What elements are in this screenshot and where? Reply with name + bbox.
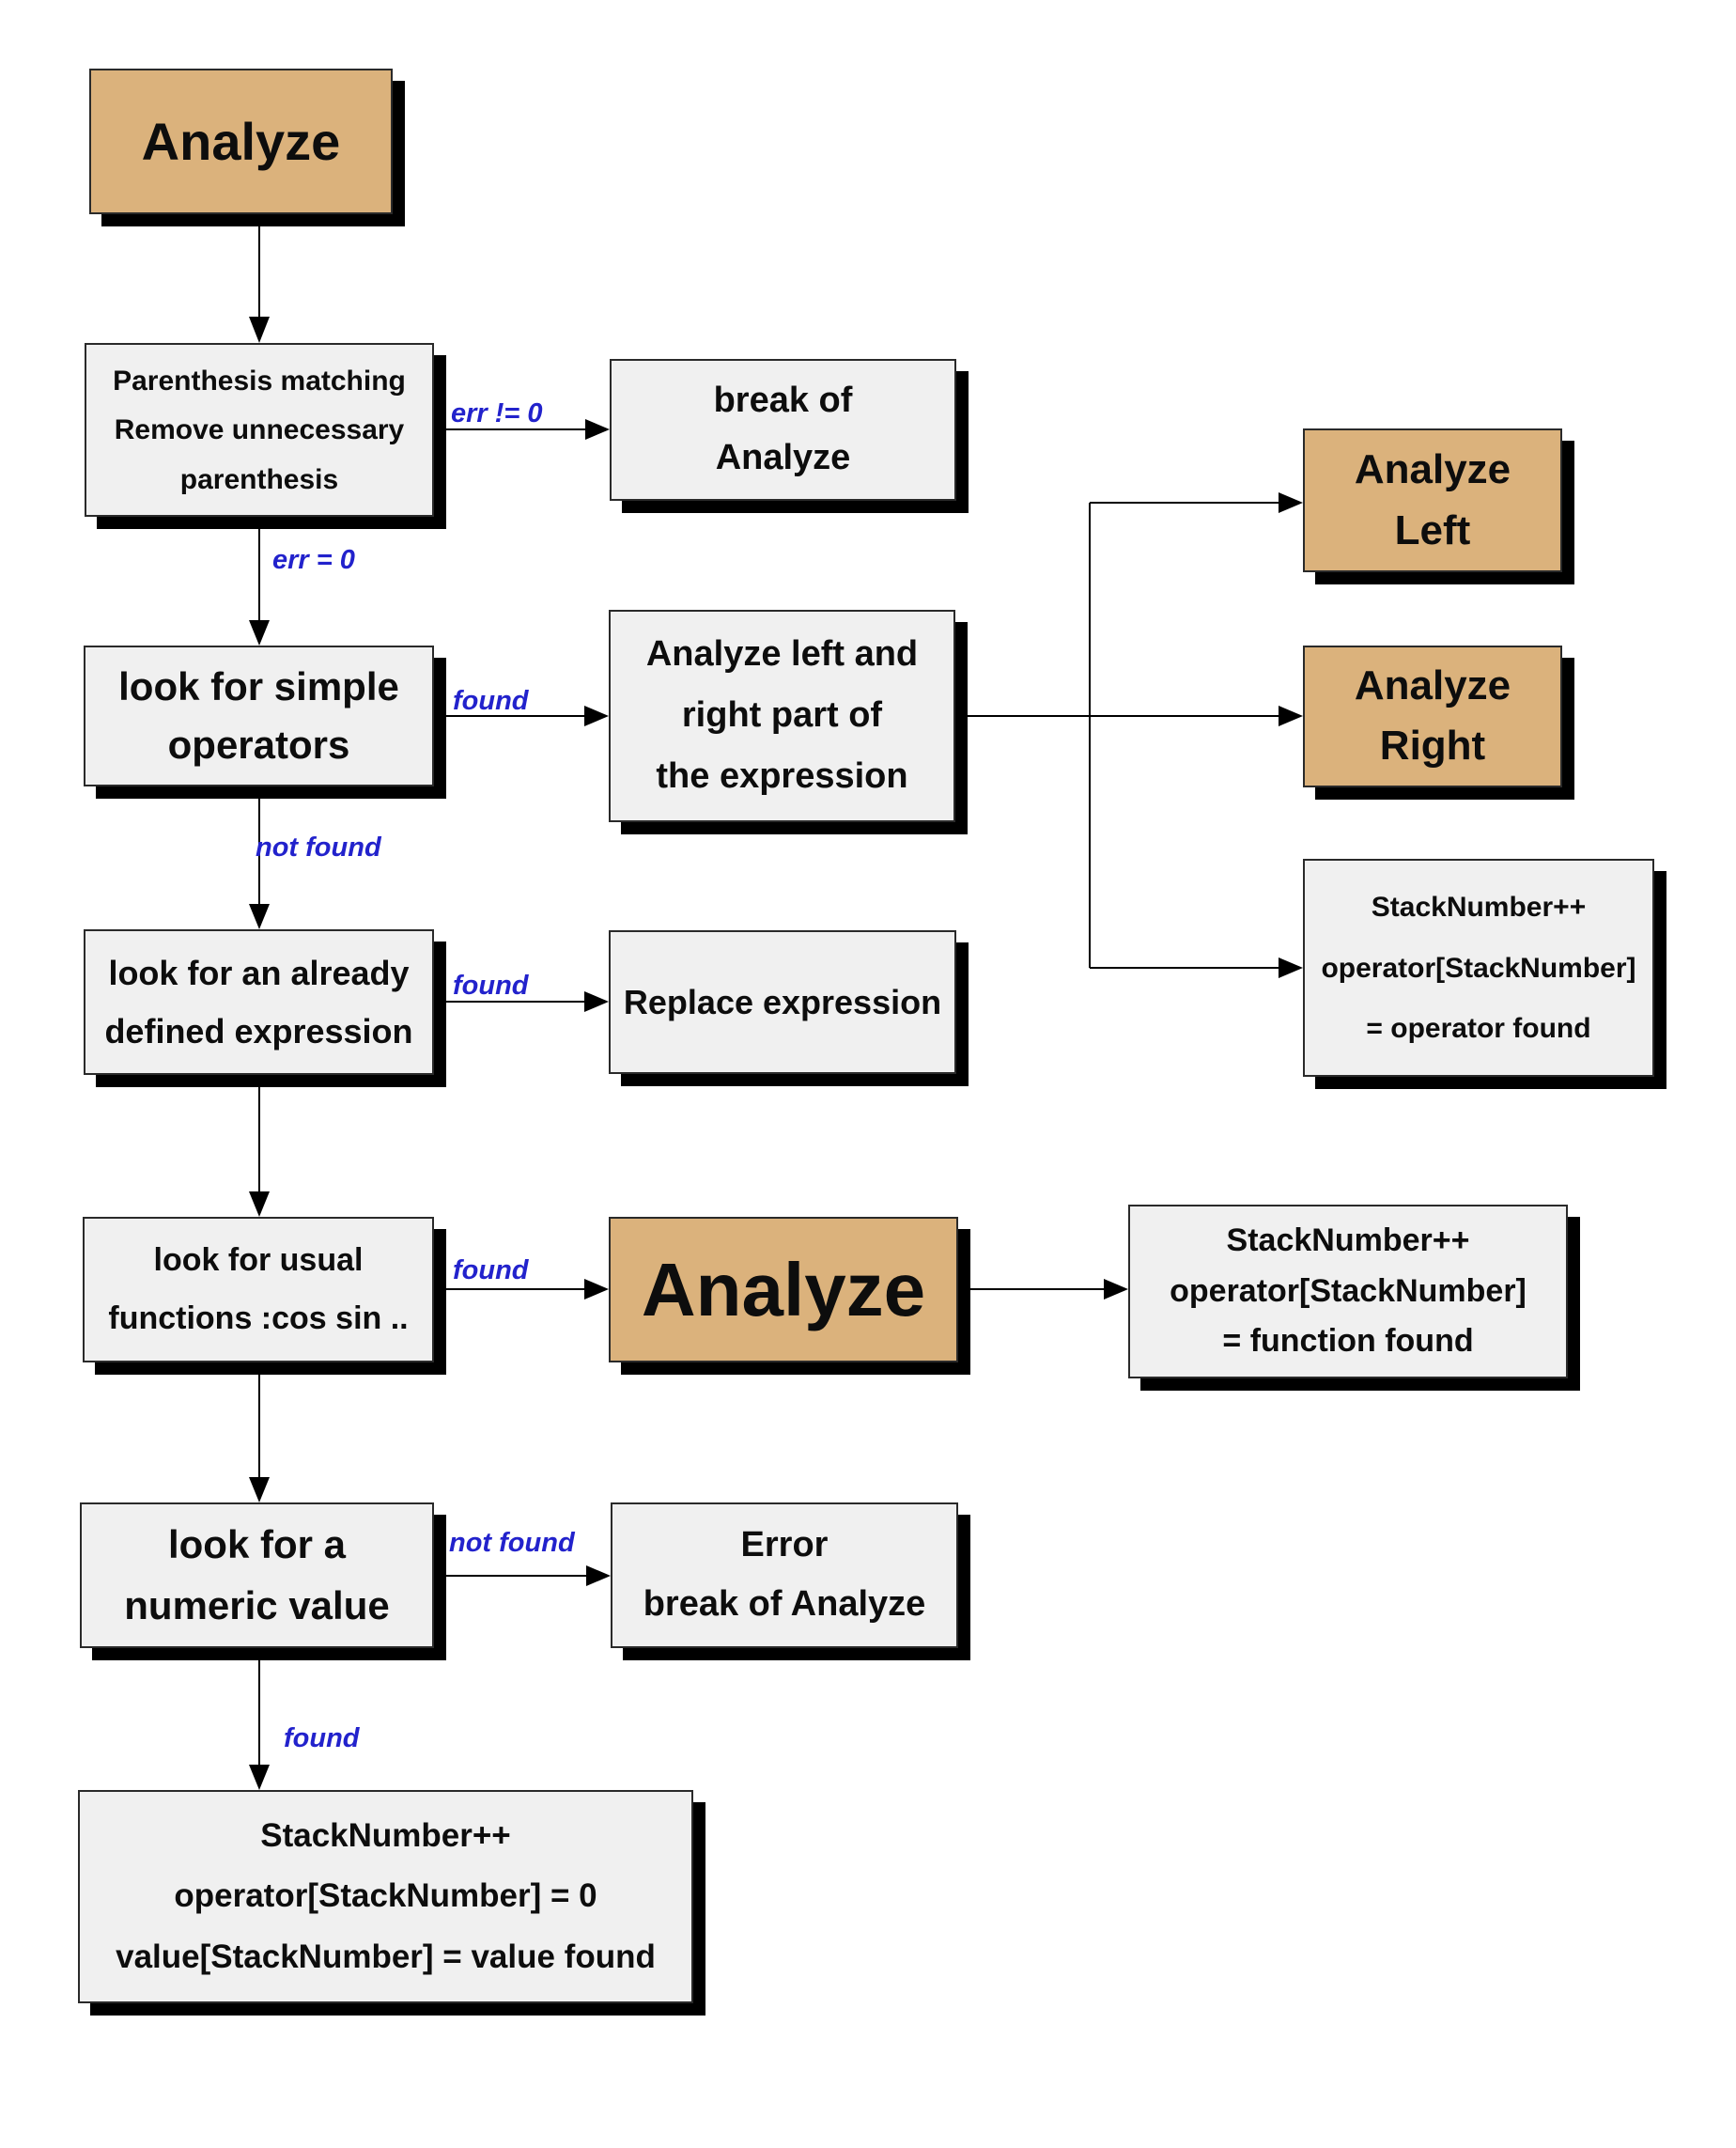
box-line: numeric value [124,1582,390,1627]
error-break-analyze-box: Error break of Analyze [611,1502,958,1648]
box-line: Remove unnecessary [114,414,405,445]
edge-label-found-expression: found [453,971,529,1001]
analyze-left-right-box: Analyze left and right part of the expre… [609,610,955,822]
edge-label-found-functions: found [453,1255,529,1285]
edge-label-err-not-0: err != 0 [451,398,543,428]
arrow-usual-functions-to-numeric-value [249,1364,270,1502]
arrow-numeric-value-to-stack-value [249,1650,270,1790]
box-line: Parenthesis matching [113,365,406,397]
box-line: = operator found [1366,1012,1591,1044]
arrow-parenthesis-to-simple-operators [249,519,270,646]
box-line: Analyze [641,1247,926,1331]
analyze-right-box: Analyze Right [1303,646,1562,787]
box-line: Left [1394,506,1471,553]
box-line: look for a [167,1522,347,1567]
look-for-numeric-value-box: look for a numeric value [80,1502,434,1648]
edge-label-found-operators: found [453,686,529,716]
box-line: functions :cos sin .. [108,1300,409,1336]
arrow-analyze-lr-to-stack-operator [1089,716,1303,978]
replace-expression-box: Replace expression [609,930,956,1074]
stack-operator-found-box: StackNumber++ operator[StackNumber] = op… [1303,859,1654,1077]
box-line: defined expression [104,1011,413,1051]
box-line: StackNumber++ [1371,892,1587,924]
edge-label-found-value: found [284,1723,360,1753]
box-line: = function found [1222,1323,1474,1360]
edge-label-not-found-operators: not found [256,833,381,863]
arrow-analyze-lr-to-analyze-left [1089,492,1303,716]
box-line: Analyze [1354,662,1511,709]
box-line: the expression [656,756,908,797]
stack-function-found-box: StackNumber++ operator[StackNumber] = fu… [1128,1205,1568,1378]
box-line: Error [740,1525,829,1565]
box-line: look for an already [108,953,410,992]
arrow-analyze-lr-to-analyze-right [955,706,1303,726]
box-line: look for simple [118,663,399,708]
edge-label-err-equals-0: err = 0 [272,545,355,575]
box-line: Analyze [141,111,341,171]
arrow-defined-expression-to-usual-functions [249,1077,270,1217]
box-line: break of Analyze [643,1584,926,1625]
arrow-numeric-value-to-error [434,1565,611,1586]
box-line: operator[StackNumber] = 0 [174,1877,597,1915]
look-for-usual-functions-box: look for usual functions :cos sin .. [83,1217,434,1362]
box-line: Analyze left and [645,634,919,675]
arrow-start-to-parenthesis [249,218,270,343]
start-analyze-box: Analyze [89,69,393,214]
look-for-defined-expression-box: look for an already defined expression [84,929,434,1075]
arrow-usual-functions-to-analyze [434,1279,609,1300]
box-line: Analyze [715,438,851,478]
box-line: look for usual [153,1242,364,1279]
analyze-left-box: Analyze Left [1303,428,1562,572]
edge-label-not-found-value: not found [449,1528,575,1558]
box-line: value[StackNumber] = value found [116,1938,656,1975]
arrow-analyze-to-stack-function [958,1279,1128,1300]
parenthesis-matching-box: Parenthesis matching Remove unnecessary … [85,343,434,517]
box-line: Replace expression [623,982,942,1021]
box-line: right part of [681,695,883,736]
arrow-defined-expression-to-replace [434,991,609,1012]
box-line: parenthesis [179,463,339,495]
box-line: Analyze [1354,446,1511,493]
box-line: Right [1379,723,1486,770]
recursive-analyze-box: Analyze [609,1217,958,1362]
break-of-analyze-box: break of Analyze [610,359,956,501]
box-line: break of [713,380,853,420]
stack-value-found-box: StackNumber++ operator[StackNumber] = 0 … [78,1790,693,2003]
box-line: operator[StackNumber] [1170,1272,1527,1309]
arrow-simple-operators-to-defined-expression [249,788,270,929]
arrow-simple-operators-to-analyze-lr [434,706,609,726]
box-line: operators [167,723,350,768]
arrow-parenthesis-to-break [434,419,610,440]
box-line: StackNumber++ [260,1816,511,1854]
box-line: StackNumber++ [1226,1222,1470,1259]
look-for-simple-operators-box: look for simple operators [84,646,434,786]
box-line: operator[StackNumber] [1321,952,1636,984]
